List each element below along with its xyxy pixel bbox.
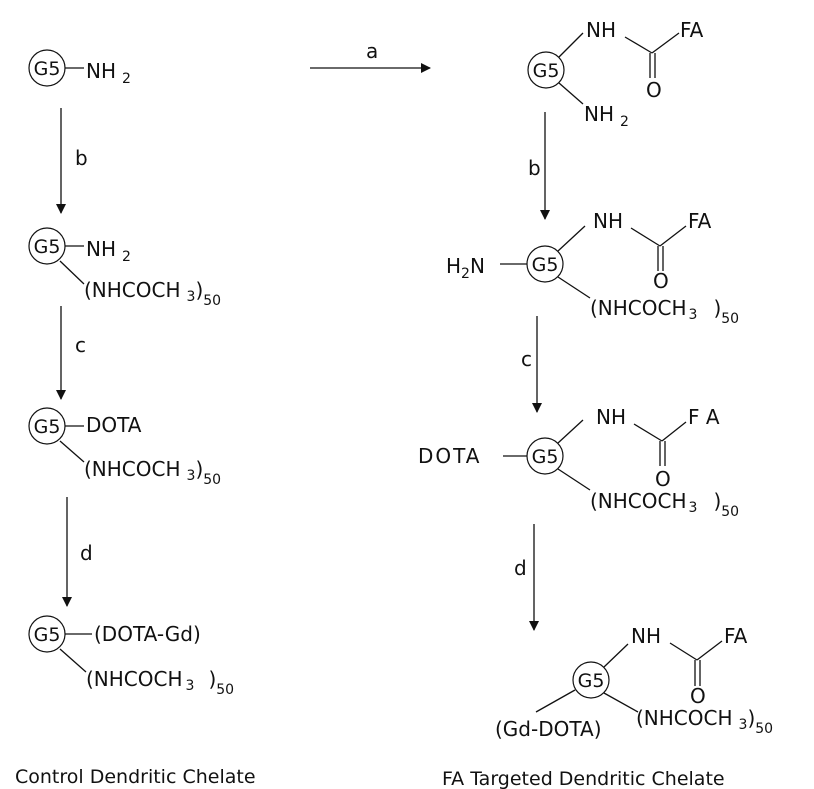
bond [59, 648, 87, 673]
bond [603, 643, 629, 668]
bond [558, 82, 584, 105]
folate-group: FA [724, 624, 748, 648]
bond [669, 642, 698, 661]
amide-nh: NH [586, 18, 616, 42]
core-label: G5 [533, 60, 560, 82]
folate-group: FA [680, 18, 704, 42]
carbonyl-oxygen: O [690, 684, 706, 708]
amide-nh: NH [596, 405, 626, 429]
bond [59, 440, 85, 463]
bond [661, 421, 687, 442]
bond [535, 689, 576, 713]
bond [557, 468, 591, 491]
bond [603, 692, 639, 713]
amide-nh: NH [593, 209, 623, 233]
folate-group: F A [688, 405, 720, 429]
dendrimer-core [527, 51, 565, 89]
gd-dota-group: (Gd-DOTA) [495, 717, 602, 741]
core-label: G5 [34, 236, 61, 258]
core-label: G5 [532, 446, 559, 468]
amine-h2n-group: H2N [446, 254, 485, 282]
bond [59, 260, 85, 285]
bond [696, 640, 723, 661]
bond [630, 227, 661, 247]
core-label: G5 [34, 624, 61, 646]
step-label-d-left: d [80, 541, 93, 565]
caption-control: Control Dendritic Chelate [15, 766, 256, 788]
bond [624, 36, 653, 54]
dota-group: DOTA [86, 413, 142, 437]
caption-targeted: FA Targeted Dendritic Chelate [442, 768, 725, 789]
bond [557, 419, 584, 444]
step-label-a: a [366, 39, 378, 63]
dota-gd-group: (DOTA-Gd) [94, 622, 201, 646]
step-label-b-right: b [528, 156, 541, 180]
core-label: G5 [532, 254, 559, 276]
core-label: G5 [578, 670, 605, 692]
step-label-c-left: c [75, 333, 86, 357]
folate-group: FA [688, 209, 712, 233]
carbonyl-oxygen: O [646, 78, 662, 102]
step-label-c-right: c [521, 347, 532, 371]
bond [633, 423, 663, 442]
bond [558, 32, 584, 58]
carbonyl-oxygen: O [655, 467, 671, 491]
carbonyl-oxygen: O [653, 269, 669, 293]
step-label-b-left: b [75, 146, 88, 170]
bond [557, 276, 591, 299]
dota-group: DOTA [418, 444, 482, 468]
dendrimer-core [572, 661, 610, 699]
step-label-d-right: d [514, 556, 527, 580]
amide-nh: NH [631, 624, 661, 648]
bond [557, 225, 586, 252]
core-label: G5 [34, 416, 61, 438]
bond [659, 225, 687, 247]
bond [651, 32, 680, 54]
core-label: G5 [34, 58, 61, 80]
